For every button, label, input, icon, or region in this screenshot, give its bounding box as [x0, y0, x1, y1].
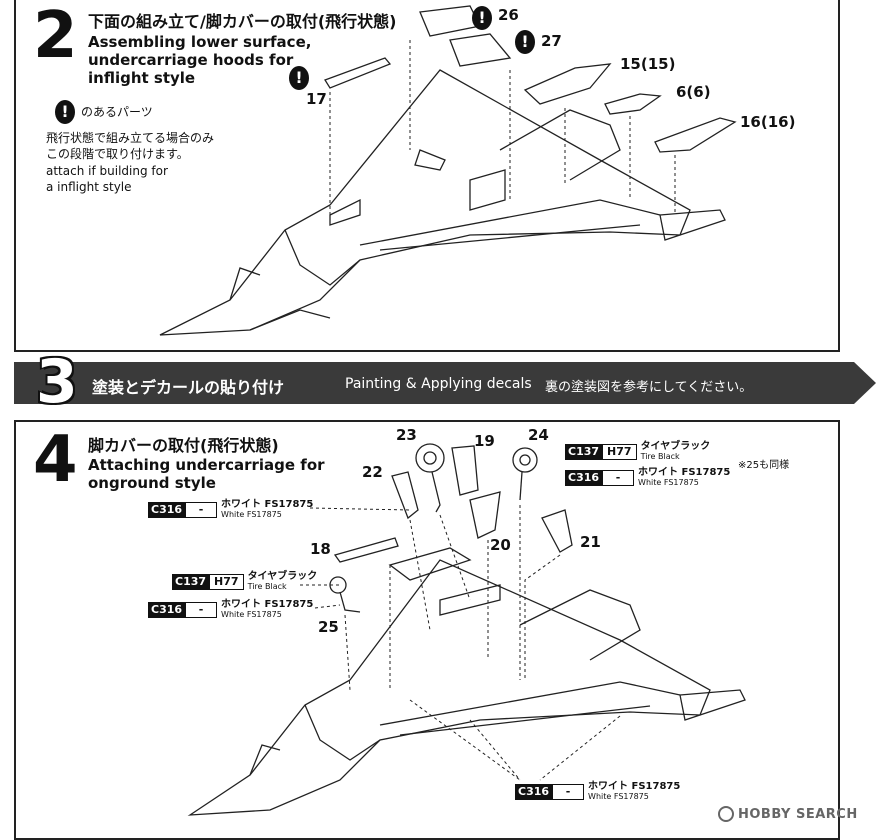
part-16-label: 16(16): [740, 113, 796, 131]
step2-note-jp-1: 飛行状態で組み立てる場合のみ: [46, 131, 215, 145]
step3-title-en: Painting & Applying decals: [345, 376, 532, 392]
paint-code-h: -: [185, 502, 218, 518]
step2-number: 2: [33, 0, 78, 73]
step3-banner: [14, 362, 876, 404]
part-22-label: 22: [362, 463, 383, 481]
paint-code-h: -: [602, 470, 635, 486]
step4-number: 4: [33, 423, 78, 497]
part-21-label: 21: [580, 533, 601, 551]
paint-code: C316: [515, 784, 553, 800]
paint-code: C137: [565, 444, 603, 460]
part-27-label: 27: [541, 32, 562, 50]
step2-title-en-1: Assembling lower surface,: [88, 33, 312, 51]
part-23-label: 23: [396, 426, 417, 444]
step2-title-en-2: undercarriage hoods for: [88, 51, 294, 69]
part-25-label: 25: [318, 618, 339, 636]
step4-frame: [14, 420, 840, 840]
paint-code-h: H77: [209, 574, 244, 590]
step2-note-en-2: a inflight style: [46, 180, 132, 194]
paint-code: C316: [148, 602, 186, 618]
part-15-label: 15(15): [620, 55, 676, 73]
part-24-label: 24: [528, 426, 549, 444]
caution-legend: ! のあるパーツ: [55, 100, 153, 124]
part-19-label: 19: [474, 432, 495, 450]
part-26-label: 26: [498, 6, 519, 24]
caution-icon-part-17: !: [289, 66, 309, 90]
paint-code-h: -: [552, 784, 585, 800]
caution-icon-part-26: !: [472, 6, 492, 30]
step2-note-en-1: attach if building for: [46, 164, 168, 178]
step2-frame: [14, 0, 840, 352]
paint-code: C316: [565, 470, 603, 486]
step2-title-en-3: inflight style: [88, 69, 196, 87]
paint-code-h: H77: [602, 444, 637, 460]
hobby-search-logo-icon: [718, 806, 734, 822]
caution-label: のあるパーツ: [81, 105, 153, 119]
paint-code: C316: [148, 502, 186, 518]
watermark-text: HOBBY SEARCH: [738, 806, 858, 822]
caution-icon-part-27: !: [515, 30, 535, 54]
part-6-label: 6(6): [676, 83, 711, 101]
step2-title-jp: 下面の組み立て/脚カバーの取付(飛行状態): [88, 12, 397, 31]
part-20-label: 20: [490, 536, 511, 554]
step3-number: 3: [36, 347, 78, 417]
step2-note-jp-2: この段階で取り付けます。: [46, 147, 189, 161]
step4-title-en-1: Attaching undercarriage for: [88, 456, 325, 474]
step3-note-jp: 裏の塗装図を参考にしてください。: [545, 380, 753, 395]
caution-icon: !: [55, 100, 75, 124]
step4-title-en-2: onground style: [88, 474, 216, 492]
step4-note: ※25も同様: [738, 460, 790, 471]
part-17-label: 17: [306, 90, 327, 108]
step3-title-jp: 塗装とデカールの貼り付け: [92, 378, 285, 397]
hobby-search-watermark: HOBBY SEARCH: [718, 806, 858, 822]
paint-code: C137: [172, 574, 210, 590]
step4-title-jp: 脚カバーの取付(飛行状態): [88, 436, 279, 455]
part-18-label: 18: [310, 540, 331, 558]
paint-code-h: -: [185, 602, 218, 618]
